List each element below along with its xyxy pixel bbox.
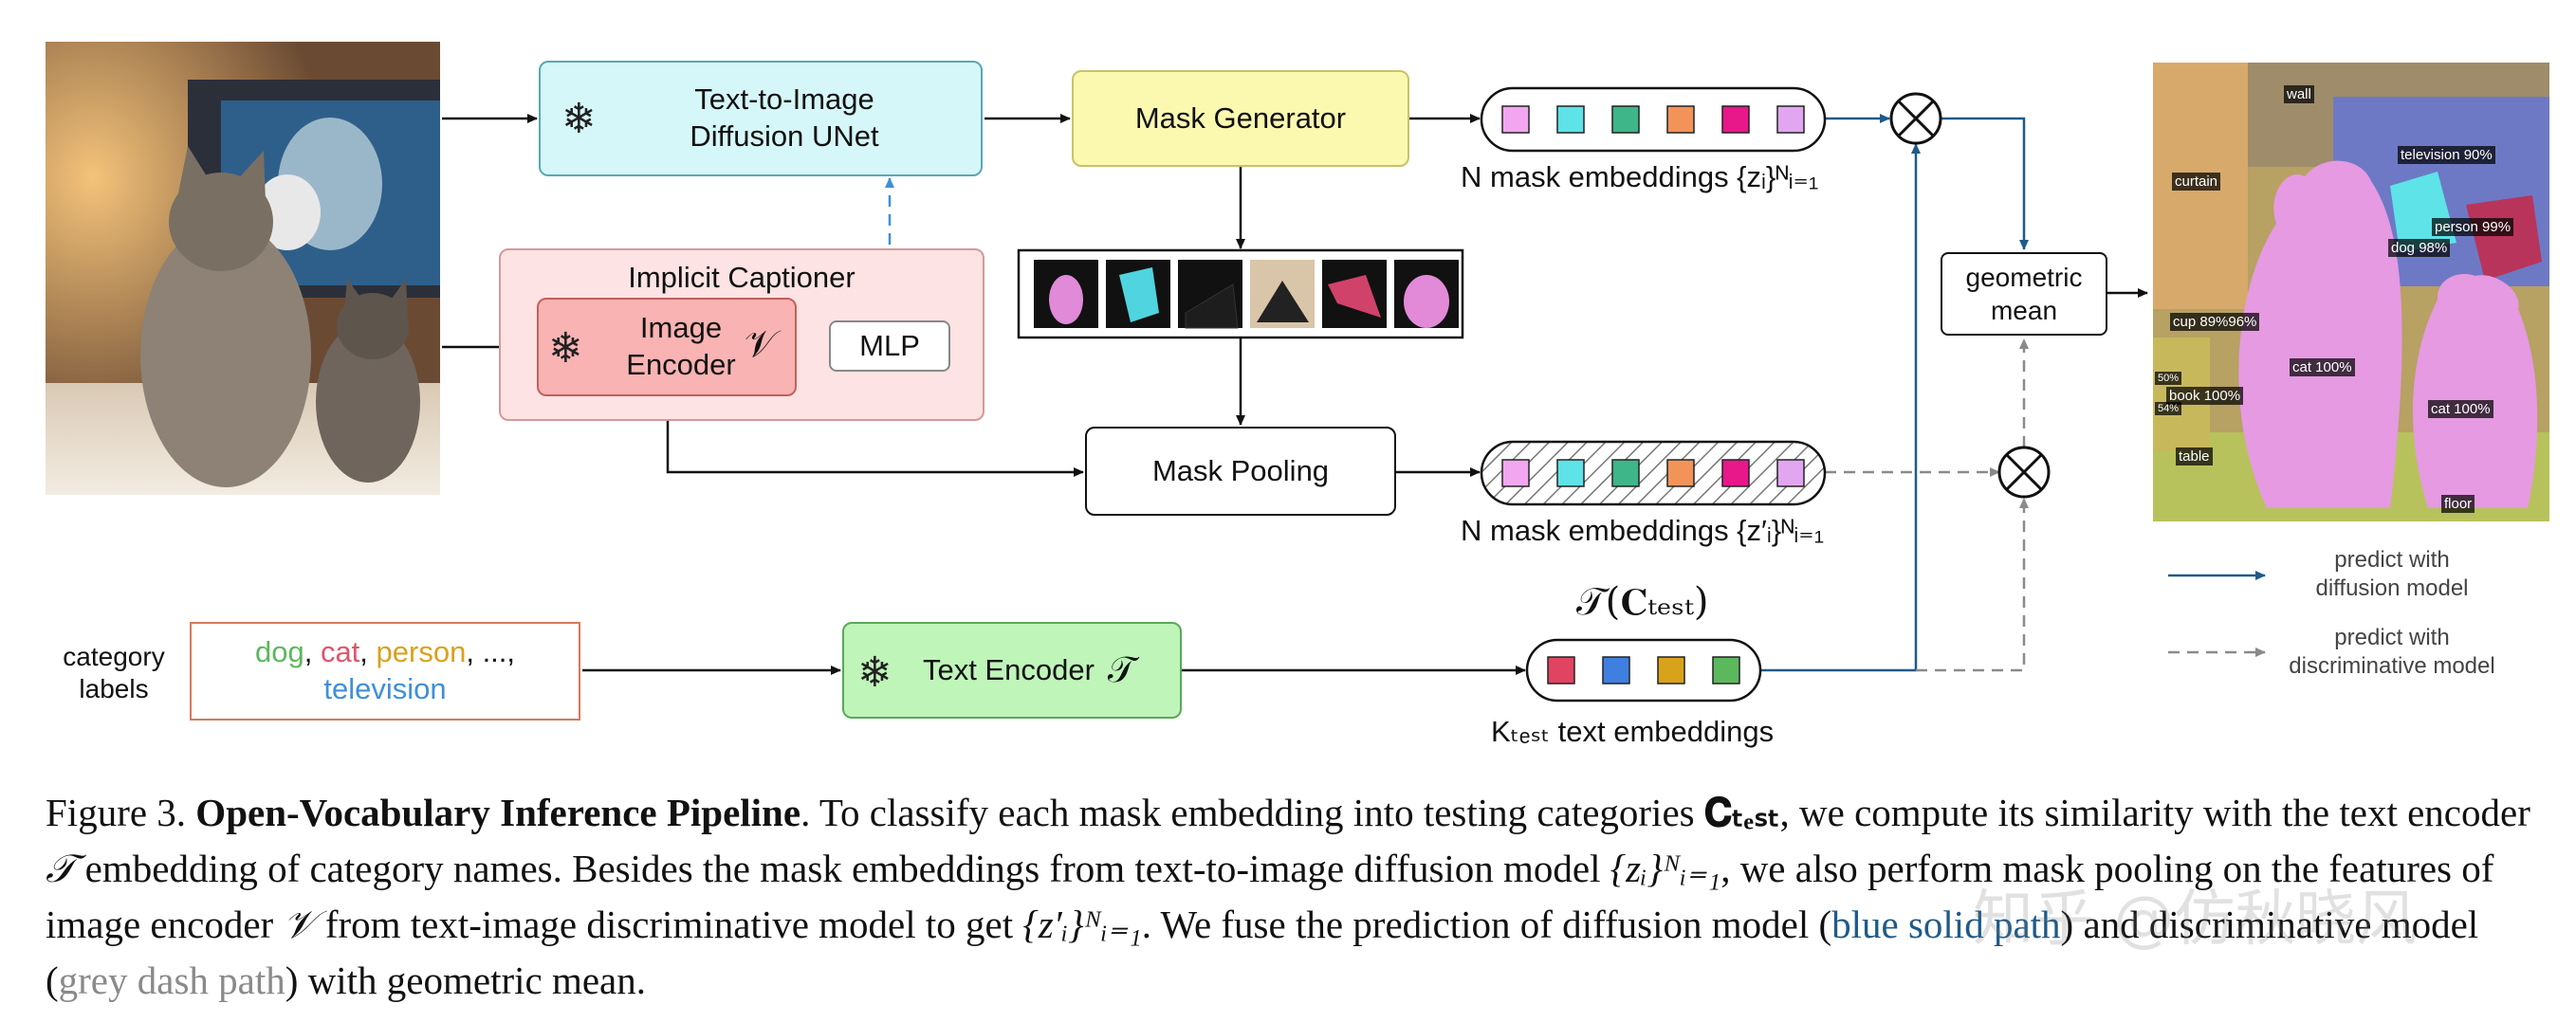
- category-person: person: [376, 635, 467, 669]
- blue-solid-path: [1760, 114, 2029, 672]
- watermark: 知乎 @仿秋晓风: [1973, 885, 2418, 955]
- legend-dash-text-1: predict with: [2334, 625, 2449, 650]
- mask-embedding-squares-2: [1501, 459, 1805, 487]
- caption-text-1: . To classify each mask embedding into t…: [800, 791, 1704, 834]
- frozen-snowflake-icon-2: ❄: [548, 324, 583, 373]
- category-labels-text-1: category: [63, 642, 164, 671]
- embedding-square: [1556, 459, 1585, 487]
- embedding-square: [1712, 656, 1740, 684]
- result-tag-cup: cup 89%96%: [2170, 313, 2260, 331]
- embedding-square: [1611, 105, 1640, 134]
- text-encoder-label: Text Encoder: [922, 652, 1095, 686]
- mask-generator-box: Mask Generator: [1072, 70, 1409, 167]
- result-tag-cat-2: cat 100%: [2428, 400, 2493, 418]
- caption-text-8: ) with geometric mean.: [285, 958, 647, 1002]
- implicit-captioner-label: Implicit Captioner: [628, 261, 856, 294]
- result-tag-television: television 90%: [2398, 146, 2495, 164]
- mask-embedding-capsule-2: [1480, 440, 1827, 506]
- text-encoder-symbol: 𝒯: [1107, 648, 1136, 691]
- category-ellipsis: ...,: [482, 635, 516, 669]
- embedding-square: [1721, 459, 1750, 487]
- text-embedding-squares: [1547, 656, 1740, 684]
- caption-symbol-v: 𝒱: [283, 903, 316, 946]
- embedding-square: [1776, 459, 1805, 487]
- result-tag-small-1: 50%: [2155, 372, 2182, 385]
- legend-dash-text-2: discriminative model: [2289, 653, 2494, 679]
- category-labels-box: dog, cat, person, ..., television: [190, 622, 580, 721]
- pipeline-diagram: N mask embeddings {zᵢ}ᴺᵢ₌₁ N mask embedd…: [46, 42, 2549, 748]
- result-tag-small-2: 54%: [2155, 402, 2182, 415]
- text-embedding-capsule: [1525, 638, 1762, 703]
- otimes-bottom-icon: [1997, 446, 2051, 499]
- caption-text-2: , we compute its similarity with the tex…: [1779, 791, 2530, 834]
- image-encoder-symbol: 𝒱: [745, 322, 777, 366]
- text-encoder-box: ❄ Text Encoder 𝒯: [842, 622, 1182, 719]
- caption-z-set: {zᵢ}ᴺᵢ₌₁: [1610, 847, 1721, 890]
- result-tag-curtain: curtain: [2172, 173, 2221, 191]
- result-tag-wall: wall: [2284, 85, 2314, 103]
- result-tag-person: person 99%: [2432, 218, 2514, 236]
- category-television: television: [323, 672, 447, 705]
- caption-figure-number: Figure 3.: [46, 791, 187, 834]
- caption-zp-set: {z′ᵢ}ᴺᵢ₌₁: [1022, 903, 1142, 946]
- caption-text-6: . We fuse the prediction of diffusion mo…: [1141, 903, 1832, 946]
- caption-symbol-t: 𝒯: [46, 847, 76, 890]
- embedding-square: [1501, 459, 1530, 487]
- embedding-square: [1547, 656, 1575, 684]
- mask-thumbnails: [1034, 260, 1459, 329]
- connector-layer: N mask embeddings {zᵢ}ᴺᵢ₌₁ N mask embedd…: [63, 86, 2495, 748]
- mask-embeddings-label-2: N mask embeddings {z′ᵢ}ᴺᵢ₌₁: [1461, 514, 1824, 547]
- embedding-square: [1776, 105, 1805, 134]
- frozen-snowflake-icon-3: ❄: [857, 648, 892, 697]
- embedding-square: [1602, 656, 1630, 684]
- result-tag-table: table: [2176, 447, 2213, 465]
- result-tag-book: book 100%: [2166, 387, 2244, 405]
- mlp-box: MLP: [829, 320, 950, 372]
- caption-grey-path: grey dash path: [58, 958, 285, 1002]
- embedding-square: [1657, 656, 1685, 684]
- figure-caption: Figure 3. Open-Vocabulary Inference Pipe…: [46, 785, 2546, 1009]
- mask-embedding-capsule-1: [1480, 86, 1827, 153]
- category-dog: dog: [254, 635, 304, 669]
- mask-embeddings-label-1: N mask embeddings {zᵢ}ᴺᵢ₌₁: [1461, 160, 1818, 193]
- frozen-snowflake-icon: ❄: [561, 95, 597, 143]
- caption-title: Open-Vocabulary Inference Pipeline: [195, 791, 801, 834]
- grey-dash-path: [1825, 338, 2029, 672]
- caption-blue-path: blue solid path: [1831, 903, 2061, 946]
- embedding-square: [1611, 459, 1640, 487]
- category-labels-text-2: labels: [79, 674, 148, 703]
- result-tag-dog: dog 98%: [2388, 239, 2451, 257]
- text-embeddings-label: Kₜₑₛₜ text embeddings: [1491, 715, 1774, 748]
- category-cat: cat: [320, 635, 360, 669]
- caption-text-5: from text-image discriminative model to …: [315, 903, 1023, 946]
- mask-pooling-box: Mask Pooling: [1085, 427, 1396, 516]
- caption-text-7: ) and discriminative model (: [46, 903, 2479, 1002]
- input-image: [46, 42, 440, 495]
- embedding-square: [1501, 105, 1530, 134]
- result-tag-floor: floor: [2441, 495, 2475, 513]
- embedding-square: [1556, 105, 1585, 134]
- segmentation-result-image: wall curtain television 90% person 99% d…: [2153, 63, 2549, 521]
- embedding-square: [1666, 459, 1695, 487]
- embedding-square: [1666, 105, 1695, 134]
- text-embeddings-title: 𝒯(𝐂ₜₑₛₜ): [1576, 580, 1708, 624]
- caption-c-test: 𝐂ₜₑₛₜ: [1703, 791, 1780, 834]
- otimes-top-icon: [1889, 92, 1942, 145]
- embedding-square: [1721, 105, 1750, 134]
- mask-embedding-squares-1: [1501, 105, 1805, 134]
- caption-text-4: , we also perform mask pooling on the fe…: [46, 847, 2494, 946]
- legend-solid-text-1: predict with: [2334, 547, 2449, 573]
- legend-solid-text-2: diffusion model: [2316, 575, 2469, 601]
- caption-text-3: embedding of category names. Besides the…: [75, 847, 1610, 890]
- result-tag-cat-1: cat 100%: [2290, 358, 2355, 376]
